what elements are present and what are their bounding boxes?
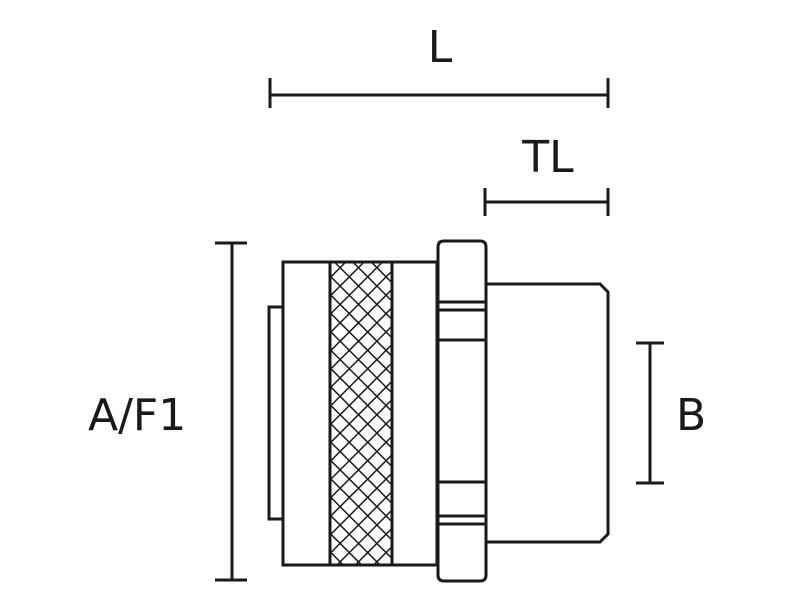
label-b: B bbox=[676, 390, 706, 441]
hex-nut bbox=[436, 239, 488, 583]
fitting-body bbox=[267, 239, 610, 583]
dimension-l: L bbox=[268, 22, 610, 108]
dimension-tl: TL bbox=[483, 132, 610, 216]
dimension-af1: A/F1 bbox=[88, 241, 247, 582]
fitting-threaded-end bbox=[482, 282, 610, 544]
dimension-b: B bbox=[636, 341, 706, 485]
label-l: L bbox=[428, 22, 453, 73]
knurl-band-outline bbox=[328, 260, 394, 567]
knurl-pattern bbox=[330, 262, 392, 565]
label-af1: A/F1 bbox=[88, 390, 186, 441]
label-tl: TL bbox=[521, 132, 574, 183]
